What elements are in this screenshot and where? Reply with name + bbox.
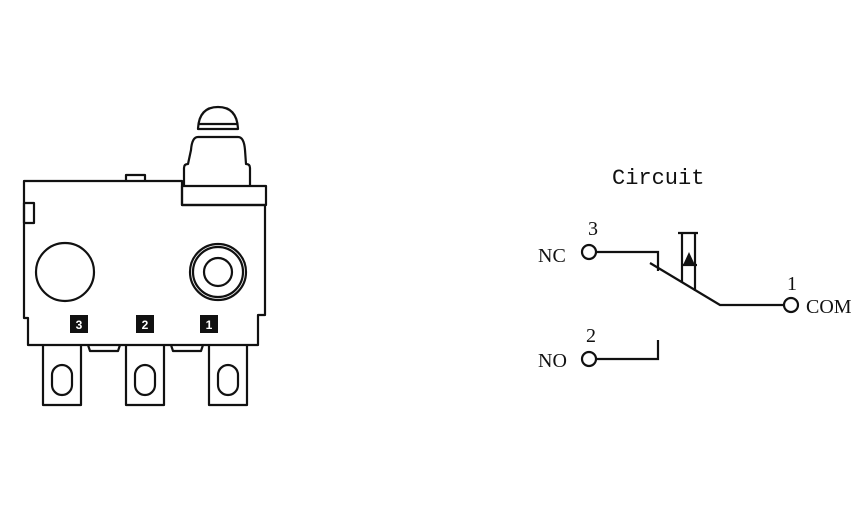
mounting-hole-left — [34, 241, 96, 303]
pin-label-1: 1 — [200, 315, 218, 333]
circuit-title: Circuit — [612, 166, 704, 191]
terminal-2 — [124, 345, 166, 407]
svg-text:1: 1 — [206, 318, 213, 332]
com-number: 1 — [787, 273, 797, 295]
nc-number: 3 — [588, 218, 598, 240]
terminal-1 — [207, 345, 249, 407]
pin-label-2: 2 — [136, 315, 154, 333]
actuator-arrow-icon — [683, 252, 695, 265]
nc-label: NC — [538, 245, 566, 267]
svg-text:2: 2 — [142, 318, 149, 332]
pin-label-3: 3 — [70, 315, 88, 333]
no-label: NO — [538, 350, 567, 372]
com-label: COM — [806, 296, 852, 318]
switch-body — [22, 105, 268, 347]
circuit-schematic — [580, 231, 800, 368]
svg-text:3: 3 — [76, 318, 83, 332]
mounting-hole-right — [188, 242, 248, 302]
terminal-3 — [41, 345, 83, 407]
no-number: 2 — [586, 325, 596, 347]
